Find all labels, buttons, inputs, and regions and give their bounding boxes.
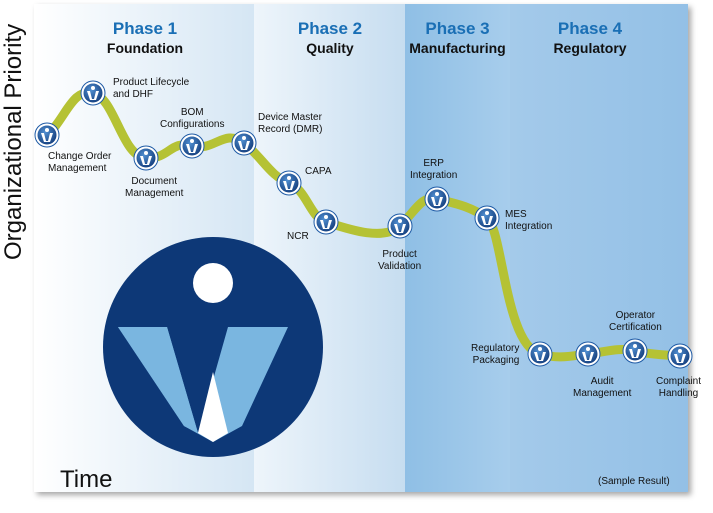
milestone-node-icon (474, 205, 500, 231)
milestone-node-icon (231, 130, 257, 156)
phase-4-title: Phase 4 (557, 19, 623, 38)
x-axis-label: Time (60, 466, 113, 493)
milestone-node-icon (276, 170, 302, 196)
milestone-node-icon (133, 145, 159, 171)
phase-2-subtitle: Quality (306, 40, 354, 56)
phase-1-title: Phase 1 (112, 19, 178, 38)
phase-3-title: Phase 3 (425, 19, 490, 38)
milestone-node-icon (313, 209, 339, 235)
phase-2-title: Phase 2 (297, 19, 363, 38)
footnote: (Sample Result) (598, 476, 670, 487)
phase-4-band (510, 4, 688, 492)
phase-3-band (405, 4, 510, 492)
y-axis-label: Organizational Priority (0, 23, 27, 260)
w-logo-icon (103, 237, 323, 457)
phase-4-subtitle: Regulatory (553, 40, 627, 56)
milestone-node-icon (80, 80, 106, 106)
milestone-node-icon (667, 343, 693, 369)
milestone-node-icon (424, 186, 450, 212)
milestone-node-icon (34, 122, 60, 148)
milestone-node-icon (387, 213, 413, 239)
phase-3-subtitle: Manufacturing (409, 40, 506, 56)
milestone-node-icon (575, 341, 601, 367)
milestone-node-icon (179, 133, 205, 159)
milestone-label: NCR (287, 231, 309, 242)
phase-1-subtitle: Foundation (106, 40, 184, 56)
milestone-node-icon (527, 341, 553, 367)
milestone-nodes (34, 80, 693, 369)
milestone-node-icon (622, 338, 648, 364)
milestone-label: CAPA (305, 166, 332, 177)
